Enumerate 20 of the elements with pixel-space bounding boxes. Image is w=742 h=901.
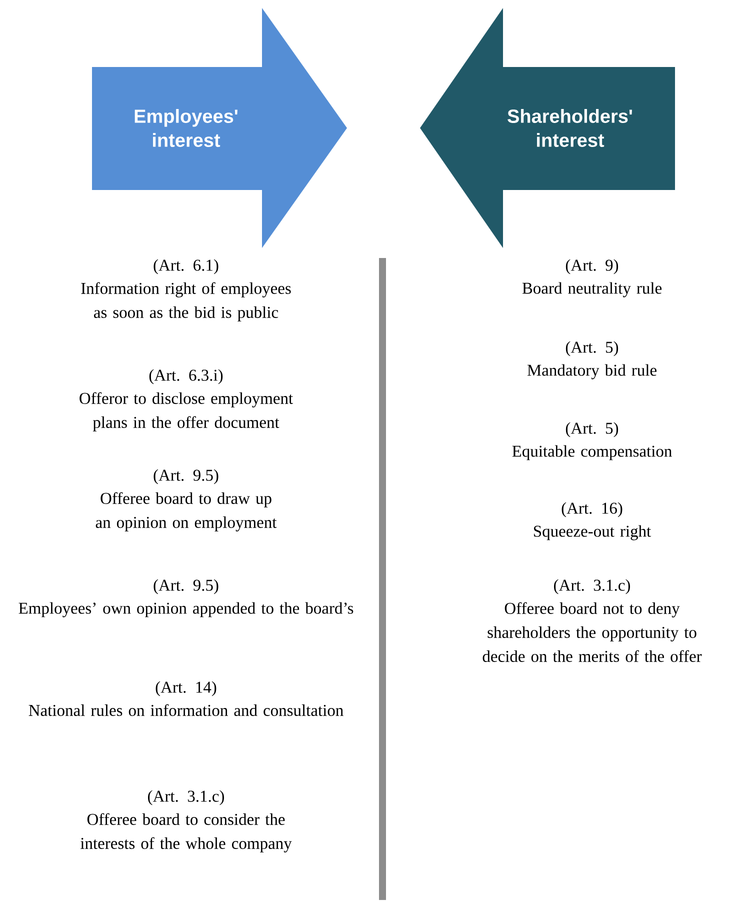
article-number: (Art. 5) [566,422,618,438]
article-number: (Art. 5) [566,341,618,356]
provision-text: Equitable compensation [512,445,672,460]
article-number: (Art. 3.1.c) [148,790,224,806]
provision-text: Squeeze-out right [534,525,652,540]
article-number: (Art. 3.1.c) [554,579,630,594]
article-number: (Art. 14) [156,681,216,696]
provision-text: Employees’ own opinion appended to the board’s [18,602,354,618]
provision-text: Offeree board not to deny shareholders the opportunity to decide on the merits of the offer [482,602,702,662]
provision-text: Offeror to disclose employment plans in the offer document [80,392,293,432]
provision-text: Offeree board to draw up an opinion on employment [96,492,277,532]
article-number: (Art. 6.3.i) [149,369,223,384]
provision-text: Information right of employees as soon as the bid is public [81,282,291,322]
article-number: (Art. 9.5) [154,469,218,484]
provision-text: Board neutrality rule [522,282,662,298]
article-number: (Art. 16) [562,502,622,518]
provision-text: Offeree board to consider the interests of the whole company [80,813,292,852]
article-number: (Art. 9.5) [154,579,218,594]
provision-text: Mandatory bid rule [527,364,656,380]
provision-text: National rules on information and consultation [28,704,344,716]
